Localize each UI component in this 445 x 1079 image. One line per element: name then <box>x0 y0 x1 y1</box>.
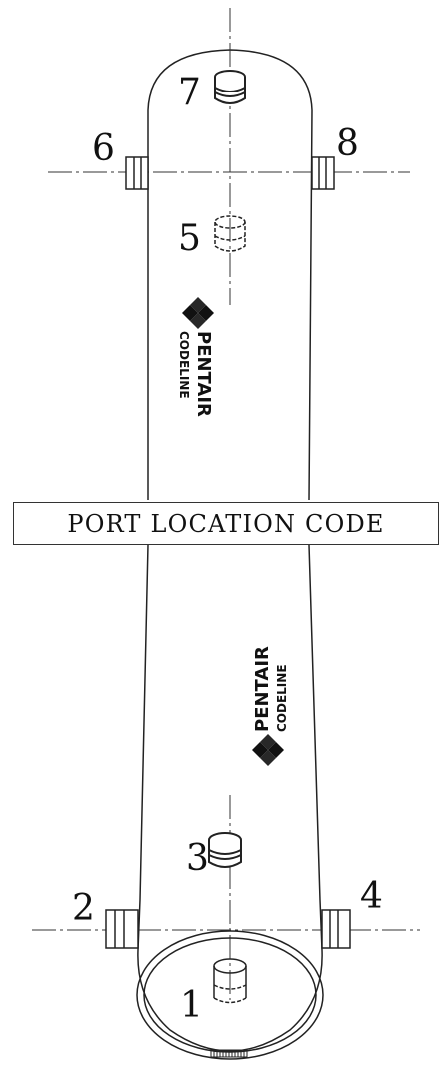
port-1-icon <box>213 958 247 1004</box>
port-location-code-caption: PORT LOCATION CODE <box>13 502 439 545</box>
port-label-4: 4 <box>360 876 383 917</box>
port-4-icon <box>321 909 351 949</box>
pentair-diamond-icon <box>252 734 284 766</box>
port-label-8: 8 <box>336 123 359 164</box>
port-8-icon <box>311 156 335 190</box>
pentair-diamond-icon <box>182 297 214 329</box>
brand-logo-upper: PENTAIR CODELINE <box>177 297 214 417</box>
port-3-icon <box>208 832 242 868</box>
brand-sub-upper: CODELINE <box>177 331 191 399</box>
brand-name-upper: PENTAIR <box>193 331 214 417</box>
end-cap <box>136 930 324 1060</box>
caption-text: PORT LOCATION CODE <box>67 509 385 538</box>
port-label-2: 2 <box>72 888 95 929</box>
port-6-icon <box>125 156 149 190</box>
port-label-3: 3 <box>186 838 209 879</box>
port-5-icon <box>214 215 246 252</box>
port-label-1: 1 <box>180 985 203 1026</box>
brand-logo-lower: PENTAIR CODELINE <box>252 646 289 766</box>
port-label-6: 6 <box>92 128 115 169</box>
label-strip-icon <box>210 1049 248 1058</box>
port-label-7: 7 <box>178 72 201 113</box>
brand-sub-lower: CODELINE <box>275 664 289 732</box>
port-7-icon <box>214 70 246 104</box>
port-label-5: 5 <box>178 218 201 259</box>
brand-name-lower: PENTAIR <box>252 646 273 732</box>
port-2-icon <box>105 909 139 949</box>
